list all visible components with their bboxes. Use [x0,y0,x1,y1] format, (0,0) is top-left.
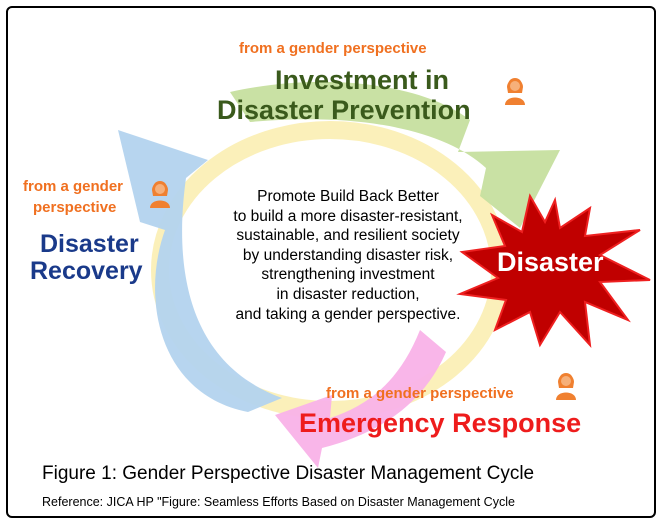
response-arrow [275,330,446,468]
figure-border [6,6,656,518]
person-icon-recovery [150,181,170,208]
response-perspective: from a gender perspective [326,385,514,402]
center-line-4: by understanding disaster risk, [242,246,454,264]
response-title: Emergency Response [299,408,582,438]
prevention-perspective: from a gender perspective [239,40,427,57]
center-description: Promote Build Back Better to build a mor… [203,187,493,324]
person-icon-response [556,373,576,400]
prevention-title: Investment in [252,66,472,94]
figure-reference: Reference: JICA HP "Figure: Seamless Eff… [42,495,515,509]
prevention-arrow [230,81,560,228]
disaster-starburst [456,193,651,348]
recovery-title-line1: Disaster [40,230,139,258]
prevention-title-line2: Disaster Prevention [217,95,471,125]
center-line-6: in disaster reduction, [276,285,420,303]
center-line-5: strengthening investment [261,266,435,284]
center-line-2: to build a more disaster-resistant, [233,207,463,225]
recovery-perspective-line1: from a gender [23,178,124,195]
center-line-7: and taking a gender perspective. [235,305,461,323]
disaster-label: Disaster [497,247,604,277]
figure-caption: Figure 1: Gender Perspective Disaster Ma… [42,463,535,484]
recovery-arrow [118,130,282,412]
person-icon-prevention [505,78,525,105]
center-line-1: Promote Build Back Better [257,188,439,205]
recovery-perspective-line2: perspective [33,199,117,216]
center-line-3: sustainable, and resilient society [236,227,460,245]
prevention-title-line1: Investment in [274,65,450,95]
recovery-title-line2: Recovery [30,257,143,285]
